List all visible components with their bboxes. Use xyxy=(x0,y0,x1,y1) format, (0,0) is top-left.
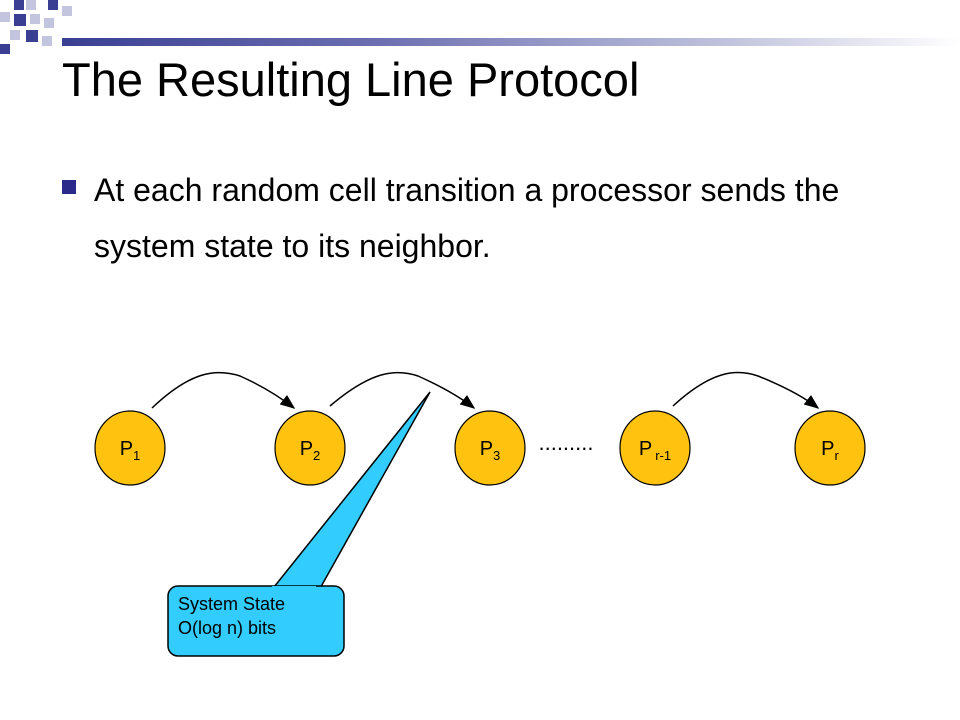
callout-box xyxy=(167,585,345,657)
callout-line-1: System State xyxy=(178,594,286,614)
arrow-p1-p2 xyxy=(151,371,296,409)
processor-node-p2: P2 xyxy=(274,410,346,486)
callout-text: System State O(log n) bits xyxy=(168,586,344,656)
arrow-pr1-pr xyxy=(672,371,820,409)
bullet-text: At each random cell transition a process… xyxy=(94,172,840,264)
square-bullet-icon xyxy=(62,180,76,194)
node-label: P1 xyxy=(120,438,141,463)
processor-node-pr: Pr xyxy=(794,410,866,486)
bullet-item: At each random cell transition a process… xyxy=(62,162,922,274)
bullet-list: At each random cell transition a process… xyxy=(62,162,922,274)
ellipsis-dots: ......... xyxy=(538,430,593,455)
node-label: P2 xyxy=(300,438,321,463)
processor-node-p3: P3 xyxy=(454,410,526,486)
processor-node-p1: P1 xyxy=(94,410,166,486)
node-label: Pr xyxy=(821,438,839,463)
callout-line-2: O(log n) bits xyxy=(178,618,277,638)
slide-title: The Resulting Line Protocol xyxy=(62,53,640,106)
node-label: P3 xyxy=(480,438,501,463)
corner-decoration xyxy=(0,0,72,54)
title-underline-bar xyxy=(62,38,960,46)
arrow-p2-p3 xyxy=(329,371,476,409)
